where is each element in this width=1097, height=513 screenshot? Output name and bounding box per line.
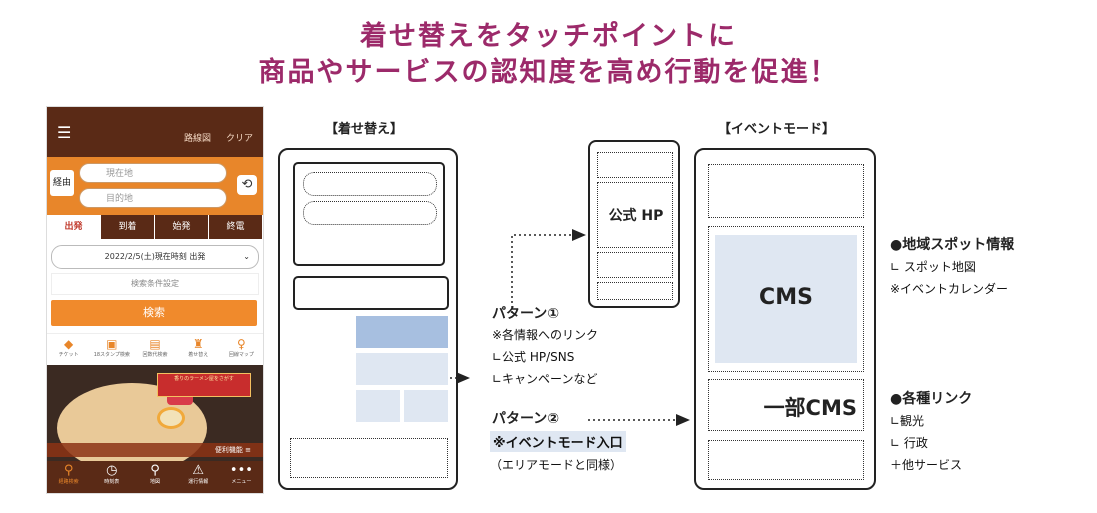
- quick-icons: ◆チケット ▣18スタンプ検索 ▤回数代検索 ♜着せ替え ♀回線マップ: [47, 333, 263, 367]
- search-type-tabs: 出発 到着 始発 終電: [47, 215, 263, 239]
- headline-line2: 商品やサービスの認知度を高め行動を促進！: [0, 50, 1097, 89]
- stamp-icon: ▣: [90, 337, 133, 351]
- search-button[interactable]: 検索: [51, 300, 257, 326]
- chevron-down-icon: ⌄: [243, 246, 250, 268]
- arrow-to-hp-head: [572, 229, 586, 241]
- to-field[interactable]: 目的地: [79, 188, 227, 208]
- ramen-banner-image[interactable]: 香りのラーメン屋をさがす 便利機能 ≡: [47, 365, 263, 461]
- pin-icon: ⚲: [133, 463, 176, 478]
- date-value: 2022/2/5(土)現在時刻 出発: [105, 252, 206, 261]
- kisekae-button-box: [293, 276, 449, 310]
- kisekae-link-block-2: [356, 353, 448, 385]
- pattern2-title: パターン②: [492, 408, 559, 428]
- arrow-to-hp: [512, 235, 575, 313]
- kisekae-label: 【着せ替え】: [325, 118, 403, 137]
- arrow-to-event-head: [676, 414, 690, 426]
- swap-icon[interactable]: ⟲: [237, 175, 257, 195]
- ticket-button[interactable]: ◆チケット: [47, 334, 90, 366]
- map-button[interactable]: ♀回線マップ: [220, 334, 263, 366]
- links-line-2: ∟ 行政: [890, 434, 928, 451]
- coupon-button[interactable]: ▤回数代検索: [133, 334, 176, 366]
- route-map-link[interactable]: 路線図: [184, 131, 211, 144]
- event-cms-box: CMS: [708, 226, 864, 372]
- cms-area: CMS: [715, 235, 857, 363]
- search-icon: ⚲: [47, 463, 90, 478]
- pattern1-title: パターン①: [492, 303, 559, 323]
- cms-label: CMS: [715, 285, 857, 310]
- kisekae-small-block-1: [356, 390, 400, 422]
- headline-line1: 着せ替えをタッチポイントに: [0, 14, 1097, 53]
- event-partial-cms-box: 一部CMS: [708, 379, 864, 431]
- event-top-box: [708, 164, 864, 218]
- clock-icon: ◷: [90, 463, 133, 478]
- event-mode-label: 【イベントモード】: [718, 118, 835, 137]
- kisekae-header-box: [293, 162, 445, 266]
- list-icon: ≡: [245, 446, 251, 454]
- pattern1-line-2: ∟公式 HP/SNS: [492, 348, 574, 365]
- event-mode-frame: CMS 一部CMS: [694, 148, 876, 490]
- tab-arrival[interactable]: 到着: [101, 215, 155, 239]
- pattern2-entry: ※イベントモード入口: [490, 431, 626, 452]
- nav-menu[interactable]: •••メニュー: [220, 461, 263, 493]
- nav-service-info[interactable]: ⚠運行情報: [177, 461, 220, 493]
- hp-box-1: [597, 152, 673, 178]
- dress-button[interactable]: ♜着せ替え: [177, 334, 220, 366]
- nav-route-search[interactable]: ⚲経路検索: [47, 461, 90, 493]
- kisekae-frame: [278, 148, 458, 490]
- via-button[interactable]: 経由: [50, 170, 74, 196]
- regional-line-1: ∟ スポット地図: [890, 258, 976, 275]
- date-select[interactable]: 2022/2/5(土)現在時刻 出発 ⌄: [51, 245, 259, 269]
- ramen-search-banner[interactable]: 香りのラーメン屋をさがす: [157, 373, 251, 397]
- pattern1-line-3: ∟キャンペーンなど: [492, 370, 597, 387]
- links-line-3: ＋他サービス: [890, 456, 962, 473]
- nav-map[interactable]: ⚲地図: [133, 461, 176, 493]
- arrow-from-kisekae-head: [456, 372, 470, 384]
- bottom-nav: ⚲経路検索 ◷時刻表 ⚲地図 ⚠運行情報 •••メニュー: [47, 461, 263, 493]
- search-conditions[interactable]: 検索条件設定: [51, 273, 259, 295]
- event-footer-box: [708, 440, 864, 480]
- partial-cms-label: 一部CMS: [764, 392, 857, 422]
- dress-icon: ♜: [177, 337, 220, 351]
- map-icon: ♀: [220, 337, 263, 351]
- kisekae-footer-box: [290, 438, 448, 478]
- from-field[interactable]: 現在地: [79, 163, 227, 183]
- stamp-button[interactable]: ▣18スタンプ検索: [90, 334, 133, 366]
- regional-title: ●地域スポット情報: [890, 234, 1014, 254]
- kisekae-link-block: [356, 316, 448, 348]
- convenient-functions-bar[interactable]: 便利機能 ≡: [47, 443, 263, 457]
- warning-icon: ⚠: [177, 463, 220, 478]
- coupon-icon: ▤: [133, 337, 176, 351]
- regional-line-2: ※イベントカレンダー: [890, 280, 1008, 297]
- links-line-1: ∟観光: [890, 412, 924, 429]
- pattern1-line-1: ※各情報へのリンク: [492, 326, 598, 343]
- hamburger-icon[interactable]: ☰: [57, 123, 71, 142]
- tab-last-train[interactable]: 終電: [209, 215, 263, 239]
- nav-timetable[interactable]: ◷時刻表: [90, 461, 133, 493]
- ticket-icon: ◆: [47, 337, 90, 351]
- kisekae-field-1: [303, 172, 437, 196]
- more-icon: •••: [220, 463, 263, 478]
- hp-label: 公式 HP: [598, 205, 674, 225]
- tab-departure[interactable]: 出発: [47, 215, 101, 239]
- search-panel: 経由 現在地 目的地 ⟲: [47, 157, 263, 215]
- egg-topping: [157, 407, 185, 429]
- links-title: ●各種リンク: [890, 388, 972, 408]
- app-header: ☰ 路線図 クリア: [47, 107, 263, 157]
- kisekae-field-2: [303, 201, 437, 225]
- phone-mockup: ☰ 路線図 クリア 経由 現在地 目的地 ⟲ 出発 到着 始発 終電 2022/…: [46, 106, 264, 494]
- pattern2-note: （エリアモードと同様）: [490, 456, 622, 473]
- tab-first-train[interactable]: 始発: [155, 215, 209, 239]
- clear-link[interactable]: クリア: [226, 131, 253, 144]
